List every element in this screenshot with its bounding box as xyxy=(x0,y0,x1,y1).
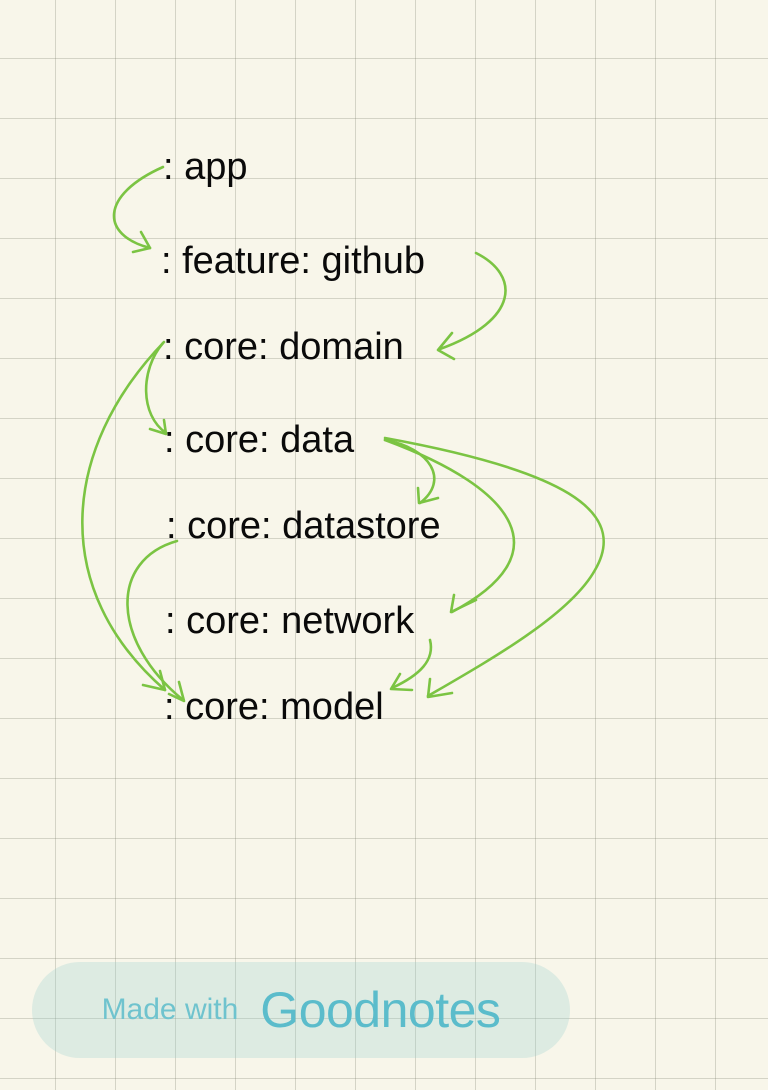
arrowhead-core-domain-to-core-model xyxy=(141,669,167,692)
arrow-app-to-feature-github xyxy=(112,165,165,250)
module-core-data-label: : core: data xyxy=(164,419,355,461)
arrow-core-data-to-core-datastore xyxy=(383,438,436,505)
arrowhead-core-data-to-core-network xyxy=(449,593,478,614)
arrowhead-core-data-to-core-model xyxy=(426,677,454,699)
arrow-core-data-to-core-model xyxy=(383,436,606,698)
module-core-datastore-label: : core: datastore xyxy=(166,505,441,547)
module-core-domain-label: : core: domain xyxy=(163,326,404,368)
goodnotes-watermark: Made with Goodnotes xyxy=(32,962,570,1058)
arrow-core-network-to-core-model xyxy=(390,638,433,690)
arrowhead-core-network-to-core-model xyxy=(389,672,414,692)
watermark-made-with: Made with xyxy=(101,993,239,1026)
arrowhead-app-to-feature-github xyxy=(131,230,152,254)
module-feature-github-label: : feature: github xyxy=(161,240,426,282)
arrowhead-core-data-to-core-datastore xyxy=(416,486,440,505)
arrow-feature-github-to-core-domain xyxy=(438,251,507,351)
module-core-model-label: : core: model xyxy=(164,686,384,728)
module-core-network-label: : core: network xyxy=(165,600,415,642)
arrow-core-domain-to-core-model xyxy=(81,340,167,692)
arrowhead-feature-github-to-core-domain xyxy=(436,331,456,361)
module-app-label: : app xyxy=(163,146,248,188)
watermark-brand-logo: Goodnotes xyxy=(260,982,501,1038)
